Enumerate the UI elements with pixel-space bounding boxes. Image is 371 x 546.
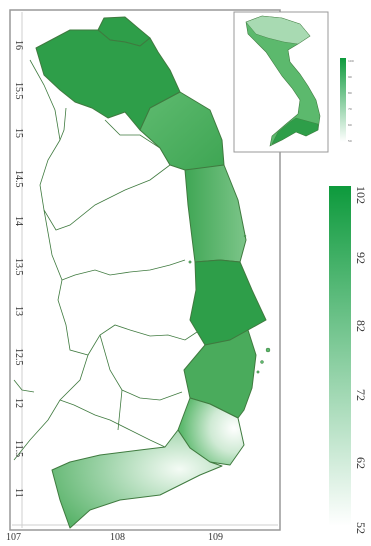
lat-tick-label: 14 [13,216,24,226]
lat-tick-label: 11 [13,488,24,498]
colorbar-tick: 52 [354,522,368,534]
lon-tick-label: 109 [208,532,223,543]
lat-tick-label: 13.5 [13,258,24,276]
colorbar: 102 92 82 72 62 52 [329,186,368,534]
inset-colorbar-tick: 50 [348,139,352,143]
colorbar-tick: 92 [354,252,368,264]
lat-tick-label: 11.5 [13,440,24,457]
inset-colorbar-tick: 100 [348,59,354,63]
inset-colorbar-tick: 80 [348,91,352,95]
provinces [35,16,267,529]
colorbar-gradient [329,186,351,526]
inset-colorbar [340,58,346,142]
province-binh-thuan [51,429,223,529]
lat-tick-label: 12.5 [13,348,24,366]
inset-colorbar-tick: 90 [348,75,352,79]
province-khanh-hoa [183,329,257,419]
inset-south-region [271,117,319,145]
lat-tick-label: 15 [13,128,24,138]
lon-tick-label: 108 [110,532,125,543]
inset-north-region [245,15,311,45]
inset-colorbar-tick: 60 [348,123,352,127]
islands [188,234,271,374]
lat-tick-label: 13 [13,306,24,316]
lon-tick-label: 107 [6,532,21,543]
inland-province-boundaries [13,59,201,461]
colorbar-tick: 62 [354,457,368,469]
inset-colorbar-tick: 70 [348,107,352,111]
colorbar-tick: 102 [354,186,368,204]
longitude-axis: 107 108 109 [6,532,223,543]
lat-tick-label: 15.5 [13,82,24,100]
colorbar-tick: 82 [354,320,368,332]
lat-tick-label: 14.5 [13,170,24,188]
inset-map: 100 90 80 70 60 50 [233,11,354,153]
latitude-axis: 16 15.5 15 14.5 14 13.5 13 12.5 12 11.5 … [13,40,24,498]
lat-tick-label: 12 [13,398,24,408]
colorbar-tick: 72 [354,389,368,401]
lat-tick-label: 16 [13,40,24,50]
